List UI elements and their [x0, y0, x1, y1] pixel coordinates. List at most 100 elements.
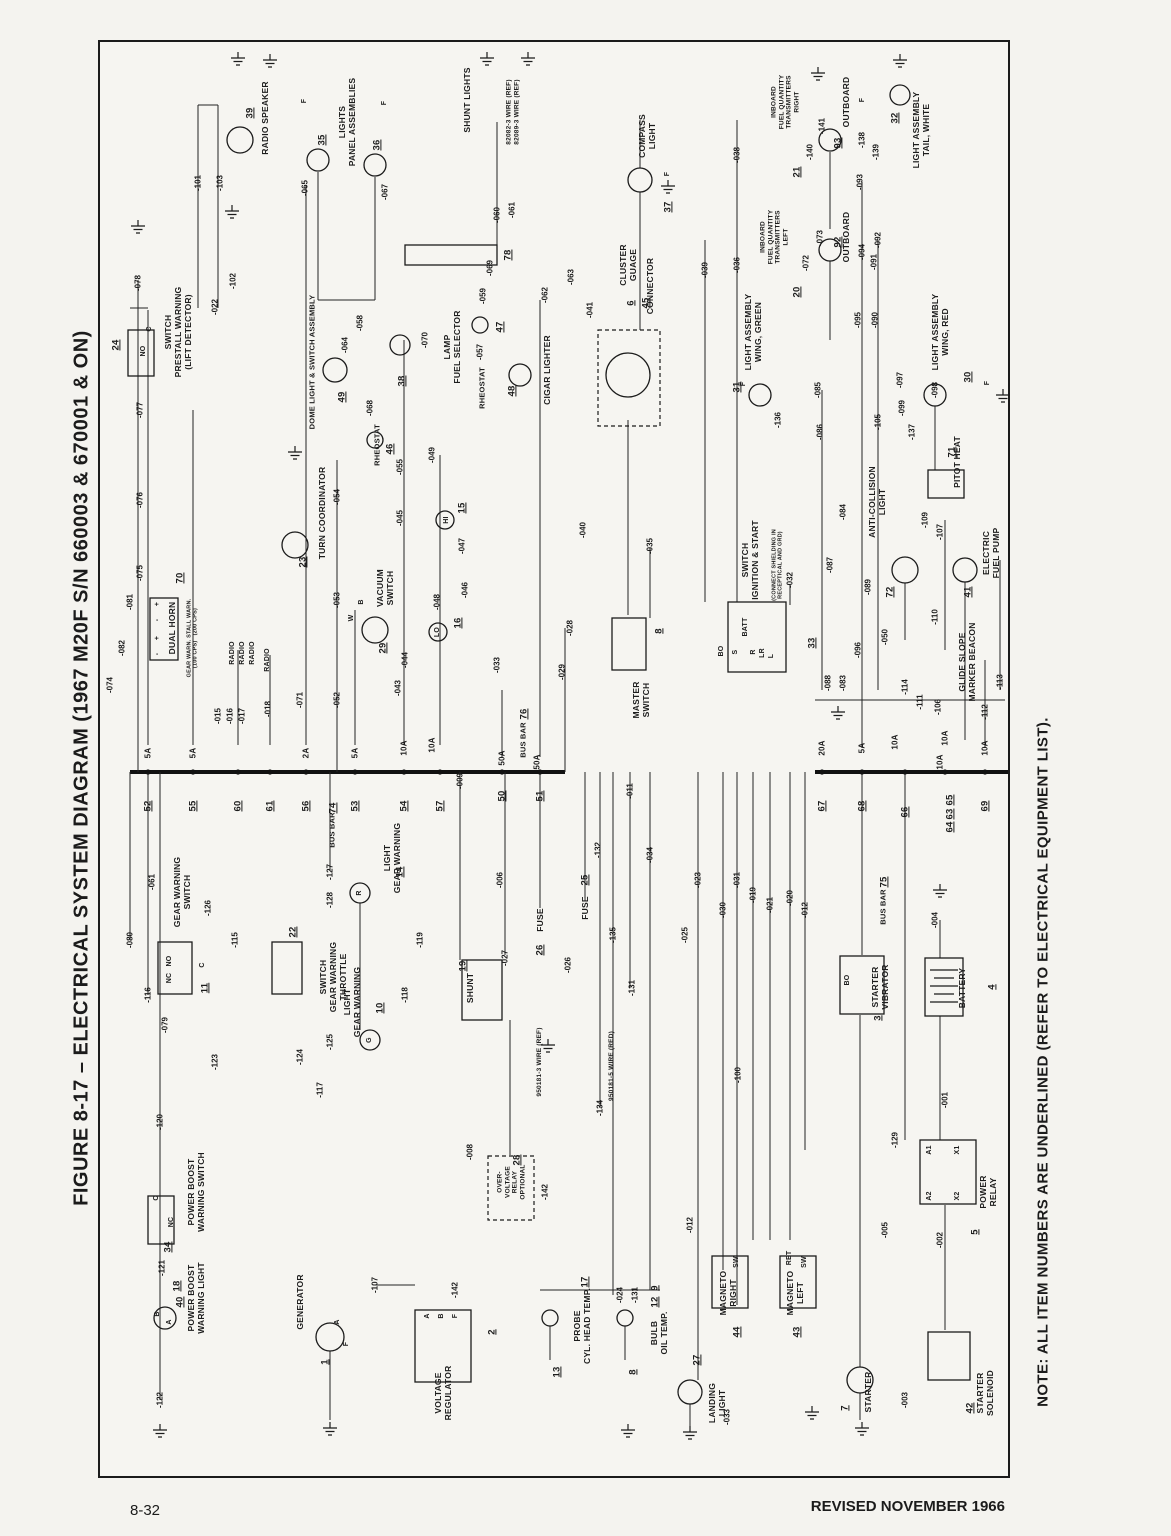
wire-number: -142	[450, 1281, 460, 1299]
item-number: 10	[374, 1002, 386, 1014]
component-label: DOME LIGHT & SWITCH ASSEMBLY	[307, 294, 317, 430]
item-number: 68	[856, 800, 868, 812]
fuse-rating: 10A	[940, 730, 950, 746]
terminal-label: C	[145, 326, 153, 332]
component-label: DUAL HORN	[166, 601, 177, 655]
item-number: 34	[162, 1241, 174, 1253]
component-label: RHEOSTAT	[477, 367, 487, 409]
item-number: 24	[110, 339, 122, 351]
wire-number: -078	[133, 274, 143, 292]
item-number: 60	[232, 800, 244, 812]
wire-number: -036	[732, 256, 742, 274]
terminal-label: F	[451, 1313, 459, 1319]
fuse-rating: 10A	[980, 740, 990, 756]
terminal-label: F	[739, 381, 747, 387]
component-label: TURN COORDINATOR	[316, 466, 327, 560]
item-number: 64	[944, 821, 956, 833]
wire-number: -061	[507, 201, 517, 219]
component-label: BUS BAR	[878, 889, 888, 925]
component-label: GEAR WARN. STALL WARN. (100 CPS) (200 CP…	[186, 598, 199, 678]
item-number: 39	[244, 107, 256, 119]
terminal-label: B	[153, 1311, 161, 1317]
component-label: CIGAR LIGHTER	[541, 335, 552, 405]
wire-number: -096	[853, 641, 863, 659]
wire-number: -117	[315, 1082, 325, 1098]
component-label: INBOARD FUEL QUANTITY TRANSMITTERS LEFT	[759, 209, 790, 265]
component-label: ELECTRIC FUEL PUMP	[980, 527, 1001, 579]
wire-number: -103	[215, 174, 225, 192]
component-label: PROBE CYL. HEAD TEMP.	[571, 1287, 592, 1365]
wire-number: -134	[595, 1099, 605, 1117]
wire-number: -033	[722, 1408, 732, 1426]
item-number: 52	[142, 800, 154, 812]
wire-number: -025	[680, 926, 690, 944]
wire-number: -026	[563, 956, 573, 974]
wire-number: -081	[125, 593, 135, 611]
wire-number: -033	[492, 656, 502, 674]
terminal-label: F	[342, 1341, 350, 1347]
terminal-label: G	[365, 1037, 373, 1043]
component-label: POWER BOOST WARNING SWITCH	[185, 1152, 206, 1232]
wire-number: -062	[540, 286, 550, 304]
item-number: 8	[653, 628, 665, 634]
item-number: 48	[506, 385, 518, 397]
terminal-label: A	[165, 1319, 173, 1325]
component-label: SWITCH IGNITION & START	[739, 520, 760, 600]
terminal-label: -	[153, 618, 161, 622]
wire-number: -138	[857, 131, 867, 149]
wire-number: -053	[332, 591, 342, 609]
item-number: 2	[486, 1329, 498, 1335]
component-label: LIGHTS PANEL ASSEMBLIES	[336, 77, 357, 167]
wire-number: -111	[915, 694, 925, 710]
component-label: CLUSTER GUAGE	[617, 244, 638, 286]
wire-number: -122	[155, 1391, 165, 1409]
fuse-rating: 5A	[188, 747, 198, 759]
wire-number: -034	[645, 846, 655, 864]
component-label: GEAR WARNING SWITCH	[171, 856, 192, 928]
item-number: 9	[649, 1285, 661, 1291]
component-label: GLIDE SLOPE MARKER BEACON	[956, 622, 977, 702]
wire-number: -055	[395, 458, 405, 476]
item-number: 13	[551, 1366, 563, 1378]
wire-number: -024	[615, 1286, 625, 1304]
wire-number: -140	[805, 143, 815, 161]
terminal-label: HI	[442, 516, 450, 524]
wire-number: -132	[593, 841, 603, 859]
item-number: 37	[662, 201, 674, 213]
wire-number: -067	[380, 183, 390, 201]
wire-number: -124	[295, 1048, 305, 1066]
wire-number: -039	[700, 261, 710, 279]
wire-number: -089	[863, 578, 873, 596]
component-label: SWITCH PRESTALL WARNING (LIFT DETECTOR)	[162, 286, 194, 378]
wire-number: -050	[880, 628, 890, 646]
item-number: 46	[384, 443, 396, 455]
component-label: MAGNETO RIGHT	[717, 1270, 738, 1316]
component-label: ANTI-COLLISION LIGHT	[866, 466, 887, 538]
terminal-label: A	[423, 1313, 431, 1319]
item-number: 76	[518, 708, 530, 720]
component-label: POWER BOOST WARNING LIGHT	[185, 1262, 206, 1334]
item-number: 32	[889, 112, 901, 124]
component-label: LIGHT ASSEMBLY TAIL, WHITE	[910, 91, 931, 169]
terminal-label: R	[355, 890, 363, 896]
item-number: 65	[944, 794, 956, 806]
terminal-label: B	[437, 1313, 445, 1319]
item-number: 19	[457, 960, 469, 972]
wire-number: -058	[355, 314, 365, 332]
item-number: 11	[199, 982, 211, 994]
terminal-label: R	[749, 649, 757, 655]
wire-number: -137	[907, 423, 917, 441]
component-label: RADIO SPEAKER	[259, 81, 270, 155]
wire-number: -121	[157, 1259, 167, 1277]
wire-number: -094	[857, 243, 867, 261]
wire-number: -040	[578, 521, 588, 539]
item-number: 49	[336, 391, 348, 403]
item-number: 56	[300, 800, 312, 812]
wire-number: -002	[935, 1231, 945, 1249]
item-number: 20	[791, 286, 803, 298]
wire-number: -044	[400, 651, 410, 669]
item-number: 53	[349, 800, 361, 812]
wire-number: -068	[365, 399, 375, 417]
item-number: 35	[316, 134, 328, 146]
